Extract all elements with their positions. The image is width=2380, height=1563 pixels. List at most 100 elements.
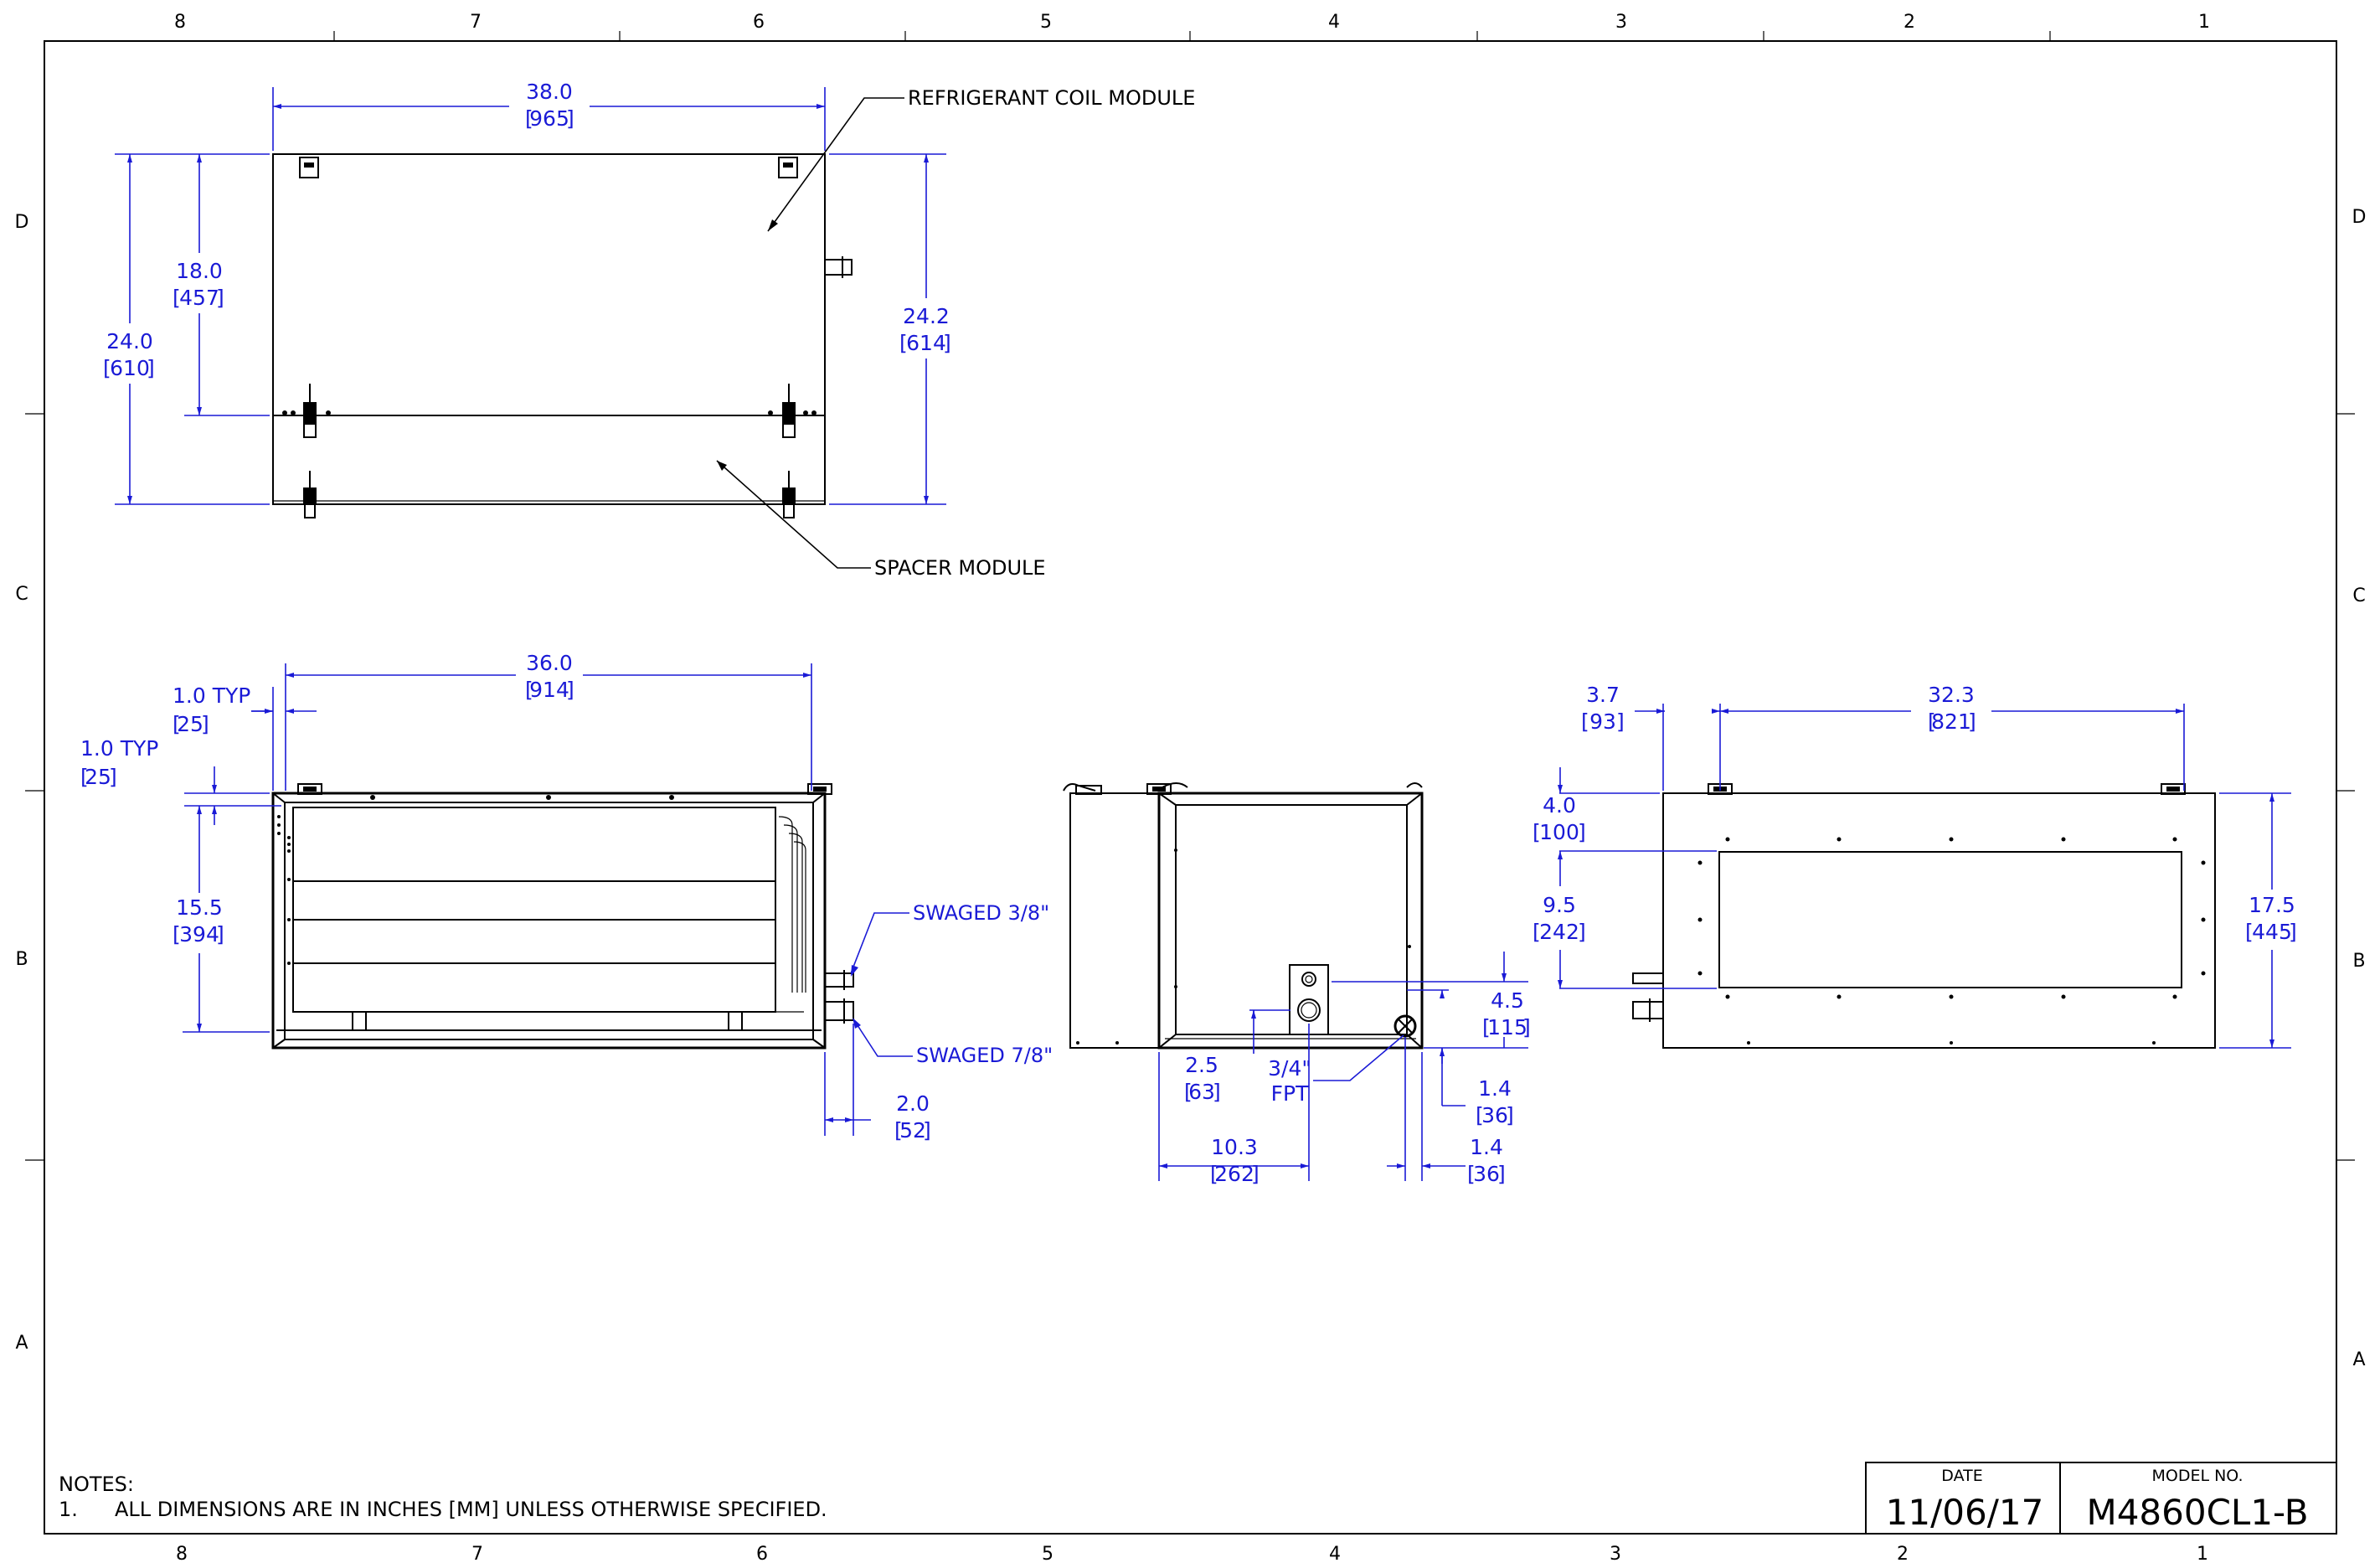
side-pos-x-mm: 262 bbox=[1214, 1162, 1254, 1186]
side-view: 4.5 115 [] 2.5 63 [] 3/4" FPT 10.3 262 [… bbox=[1063, 782, 1531, 1186]
bracket-r: ] bbox=[1578, 920, 1586, 944]
bracket-r: ] bbox=[1578, 820, 1586, 844]
bracket-r: ] bbox=[1497, 1162, 1506, 1186]
swaged-small-text: SWAGED 3/8" bbox=[913, 901, 1049, 925]
date-value: 11/06/17 bbox=[1886, 1492, 2044, 1533]
zone-right-D: D bbox=[2352, 207, 2367, 228]
zone-left-D: D bbox=[15, 212, 29, 233]
side-right-b-mm: 36 bbox=[1473, 1162, 1500, 1186]
zone-top-6: 6 bbox=[753, 12, 765, 33]
zone-top-5: 5 bbox=[1040, 12, 1052, 33]
side-drain-h-mm: 115 bbox=[1487, 1015, 1527, 1039]
bracket-r: ] bbox=[943, 331, 951, 355]
date-label: DATE bbox=[1941, 1467, 1982, 1485]
zone-top-2: 2 bbox=[1903, 12, 1915, 33]
top-view-body bbox=[272, 153, 853, 518]
bracket-r: ] bbox=[1522, 1015, 1531, 1039]
bracket-r: ] bbox=[109, 765, 117, 789]
side-drain-h-in: 4.5 bbox=[1491, 988, 1524, 1013]
zone-bottom-8: 8 bbox=[176, 1544, 188, 1563]
zone-right-B: B bbox=[2352, 951, 2365, 972]
rear-opening-mm: 242 bbox=[1539, 920, 1579, 944]
callout-swaged-large: SWAGED 7/8" bbox=[853, 1018, 1053, 1067]
side-drain-callout: 3/4" FPT bbox=[1268, 1034, 1404, 1106]
bracket-l: [ bbox=[1467, 1162, 1476, 1186]
front-stub-dim: 2.0 52 [] bbox=[824, 1024, 931, 1143]
bracket-r: ] bbox=[1968, 709, 1976, 734]
front-offset-x-mm: 25 bbox=[177, 712, 203, 736]
callout-spacer-text: SPACER MODULE bbox=[874, 556, 1046, 580]
side-drain-x-mm: 63 bbox=[1188, 1080, 1215, 1104]
front-offset-y-mm: 25 bbox=[85, 765, 111, 789]
front-offset-y-in: 1.0 TYP bbox=[80, 736, 158, 761]
bracket-l: [ bbox=[1533, 920, 1541, 944]
bracket-l: [ bbox=[173, 286, 181, 310]
bracket-r: ] bbox=[216, 922, 224, 947]
rear-height-dim: 17.5 445 [] bbox=[2219, 792, 2305, 1049]
front-offset-x-dim: 1.0 TYP 25 [] bbox=[173, 683, 317, 791]
side-right-b-in: 1.4 bbox=[1470, 1135, 1503, 1159]
front-height-dim: 15.5 394 [] bbox=[170, 806, 270, 1033]
bracket-l: [ bbox=[80, 765, 89, 789]
bracket-l: [ bbox=[173, 712, 181, 736]
rear-width-dim: 32.3 821 [] bbox=[1720, 680, 2185, 791]
rear-left-mm: 93 bbox=[1589, 709, 1616, 734]
front-offset-x-in: 1.0 TYP bbox=[173, 683, 250, 708]
notes: NOTES: 1. ALL DIMENSIONS ARE IN INCHES [… bbox=[59, 1473, 827, 1521]
front-height-mm: 394 bbox=[179, 922, 219, 947]
rear-width-mm: 821 bbox=[1931, 709, 1971, 734]
rear-left-dim: 3.7 93 [] bbox=[1581, 683, 1721, 791]
front-height-in: 15.5 bbox=[176, 895, 223, 920]
bracket-l: [ bbox=[525, 106, 533, 131]
bracket-l: [ bbox=[1476, 1103, 1484, 1127]
top-height-coil-dim: 18.0 457 [] bbox=[170, 154, 270, 416]
top-width-in: 38.0 bbox=[526, 80, 573, 104]
zone-right-C: C bbox=[2352, 585, 2365, 606]
zone-right-A: A bbox=[2352, 1349, 2365, 1370]
bracket-r: ] bbox=[201, 712, 209, 736]
notes-title: NOTES: bbox=[59, 1473, 134, 1496]
bracket-r: ] bbox=[566, 678, 574, 702]
front-width-in: 36.0 bbox=[526, 651, 573, 675]
zone-bottom-5: 5 bbox=[1042, 1544, 1053, 1563]
side-pos-x-dim: 10.3 262 [] bbox=[1159, 1024, 1310, 1186]
zone-labels-bottom: 8 7 6 5 4 3 2 1 bbox=[176, 1544, 2208, 1563]
zone-top-3: 3 bbox=[1615, 12, 1627, 33]
bracket-r: ] bbox=[2289, 920, 2297, 944]
side-drain-h-dim: 4.5 115 [] bbox=[1332, 952, 1531, 1049]
top-width-dim: 38.0 965 [] bbox=[272, 77, 826, 151]
top-width-mm: 965 bbox=[529, 106, 569, 131]
top-height-total-mm: 610 bbox=[110, 356, 150, 380]
zone-bottom-7: 7 bbox=[471, 1544, 483, 1563]
top-height-total-in: 24.0 bbox=[106, 329, 153, 353]
bracket-r: ] bbox=[1213, 1080, 1221, 1104]
bracket-l: [ bbox=[103, 356, 111, 380]
bracket-r: ] bbox=[1251, 1162, 1260, 1186]
side-right-b-dim: 1.4 36 [] bbox=[1387, 1037, 1506, 1186]
bracket-r: ] bbox=[216, 286, 224, 310]
side-view-body bbox=[1063, 782, 1424, 1050]
side-pos-x-in: 10.3 bbox=[1211, 1135, 1258, 1159]
bracket-r: ] bbox=[923, 1118, 931, 1143]
title-block: DATE 11/06/17 MODEL NO. M4860CL1-B bbox=[1865, 1462, 2337, 1535]
zone-top-1: 1 bbox=[2198, 12, 2210, 33]
side-right-a-in: 1.4 bbox=[1478, 1076, 1512, 1101]
side-drain-x-dim: 2.5 63 [] bbox=[1158, 1009, 1290, 1181]
zone-labels-right: D C B A bbox=[2352, 207, 2367, 1370]
rear-left-in: 3.7 bbox=[1586, 683, 1620, 707]
callout-coil-text: REFRIGERANT COIL MODULE bbox=[908, 86, 1195, 110]
bracket-l: [ bbox=[173, 922, 181, 947]
front-view-body bbox=[271, 783, 854, 1050]
callout-coil-module: REFRIGERANT COIL MODULE bbox=[767, 86, 1195, 232]
rear-height-mm: 445 bbox=[2252, 920, 2292, 944]
zone-left-C: C bbox=[15, 584, 28, 605]
front-offset-y-dim: 1.0 TYP 25 [] bbox=[80, 736, 281, 825]
rear-opening-in: 9.5 bbox=[1543, 893, 1576, 917]
model-value: M4860CL1-B bbox=[2086, 1492, 2308, 1533]
rear-top-dim: 4.0 100 [] bbox=[1533, 767, 1717, 852]
zone-bottom-4: 4 bbox=[1329, 1544, 1341, 1563]
callout-spacer-module: SPACER MODULE bbox=[716, 460, 1046, 580]
rear-width-in: 32.3 bbox=[1928, 683, 1975, 707]
side-right-a-dim: 1.4 36 [] bbox=[1407, 989, 1514, 1127]
zone-left-B: B bbox=[15, 949, 28, 970]
